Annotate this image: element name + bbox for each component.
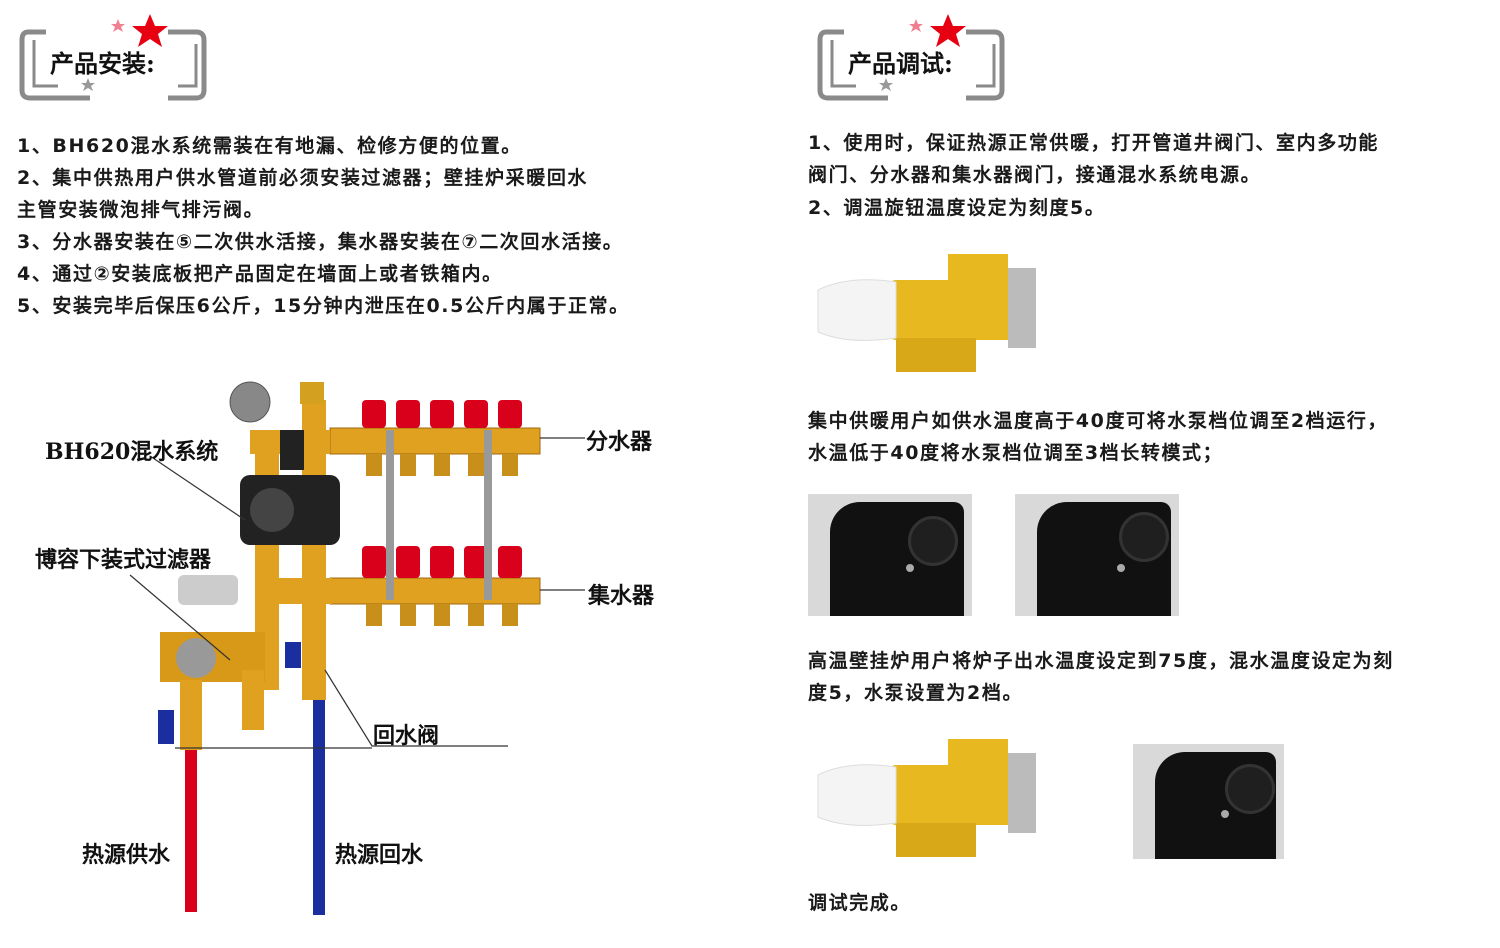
install-line-4: 4、通过②安装底板把产品固定在墙面上或者铁箱内。 <box>17 263 503 285</box>
temperature-knob-image <box>817 739 1036 857</box>
pump-switch-image <box>1015 494 1179 616</box>
header-frame-icon <box>19 14 207 101</box>
install-line-3: 3、分水器安装在⑤二次供水活接，集水器安装在⑦二次回水活接。 <box>17 231 624 253</box>
pump-switch-image <box>808 494 972 616</box>
install-line-5: 5、安装完毕后保压6公斤，15分钟内泄压在0.5公斤内属于正常。 <box>17 295 630 317</box>
install-title: 产品安装: <box>50 49 155 78</box>
pump-switch-image <box>1133 744 1284 859</box>
label-collector: 集水器 <box>588 583 655 609</box>
label-return: 热源回水 <box>335 842 424 868</box>
manifold-diagram <box>129 381 585 915</box>
install-line-1: 1、BH620混水系统需装在有地漏、检修方便的位置。 <box>17 135 522 157</box>
header-frame-icon <box>817 14 1005 101</box>
return-pipe <box>313 680 325 915</box>
temperature-knob-image <box>817 254 1036 372</box>
note1-line-1: 集中供暖用户如供水温度高于40度可将水泵档位调至2档运行， <box>808 410 1389 432</box>
install-line-2: 2、集中供热用户供水管道前必须安装过滤器；壁挂炉采暖回水 <box>17 167 589 189</box>
debug-line-1b: 阀门、分水器和集水器阀门，接通混水系统电源。 <box>808 164 1262 186</box>
debug-title: 产品调试: <box>848 49 953 78</box>
debug-header: 产品调试: <box>816 14 1016 101</box>
note2-line-2: 度5，水泵设置为2档。 <box>808 682 1024 704</box>
debug-line-2: 2、调温旋钮温度设定为刻度5。 <box>808 197 1106 219</box>
label-return-valve: 回水阀 <box>373 723 440 749</box>
note1-line-2: 水温低于40度将水泵档位调至3档长转模式； <box>808 442 1224 464</box>
supply-pipe <box>185 750 197 912</box>
install-header: 产品安装: <box>18 14 218 101</box>
debug-line-1: 1、使用时，保证热源正常供暖，打开管道井阀门、室内多功能 <box>808 132 1380 154</box>
install-line-2b: 主管安装微泡排气排污阀。 <box>17 199 265 221</box>
label-supply: 热源供水 <box>82 842 171 868</box>
label-system: BH620混水系统 <box>45 439 219 465</box>
label-filter: 博容下装式过滤器 <box>35 547 212 573</box>
note2-line-1: 高温壁挂炉用户将炉子出水温度设定到75度，混水温度设定为刻 <box>808 650 1394 672</box>
label-distributor: 分水器 <box>586 429 653 455</box>
debug-done: 调试完成。 <box>808 892 912 914</box>
